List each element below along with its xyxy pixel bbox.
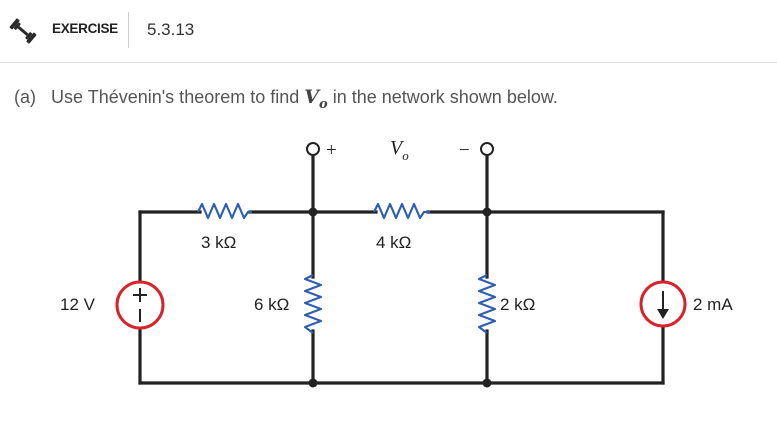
current-source: [639, 280, 687, 328]
exercise-label: EXERCISE: [52, 21, 118, 36]
node-dot: [308, 378, 318, 388]
output-minus-sign: −: [459, 140, 470, 161]
label-2k: 2 kΩ: [500, 295, 535, 314]
resistor-3k: [197, 202, 252, 220]
node-dot: [482, 378, 492, 388]
label-2ma: 2 mA: [693, 295, 733, 314]
label-6k: 6 kΩ: [254, 295, 289, 314]
arrow-down-icon: [657, 309, 669, 319]
resistor-6k: [303, 274, 323, 334]
resistor-4k: [373, 202, 430, 220]
label-4k: 4 kΩ: [376, 233, 411, 252]
question-text: (a) Use Thévenin's theorem to find Vo in…: [14, 86, 558, 112]
circuit-nodes: [308, 207, 492, 388]
output-plus-sign: +: [326, 140, 337, 161]
dumbbell-icon: [9, 18, 37, 44]
question-variable: Vo: [304, 86, 328, 112]
terminal-minus: [480, 142, 494, 156]
output-voltage-label: Vo: [390, 137, 409, 163]
question-text-before: Use Thévenin's theorem to find: [51, 87, 300, 107]
label-12v: 12 V: [60, 295, 96, 314]
node-dot: [308, 207, 318, 217]
circuit-wires: [138, 153, 665, 385]
exercise-header: EXERCISE 5.3.13: [0, 0, 777, 63]
exercise-number: 5.3.13: [147, 20, 195, 39]
node-dot: [482, 207, 492, 217]
resistor-2k: [477, 274, 497, 334]
question-part: (a): [14, 87, 36, 107]
terminal-plus: [306, 142, 320, 156]
voltage-source: [115, 280, 165, 330]
label-3k: 3 kΩ: [201, 233, 236, 252]
header-divider: [128, 12, 129, 48]
question-text-after: in the network shown below.: [332, 87, 558, 107]
